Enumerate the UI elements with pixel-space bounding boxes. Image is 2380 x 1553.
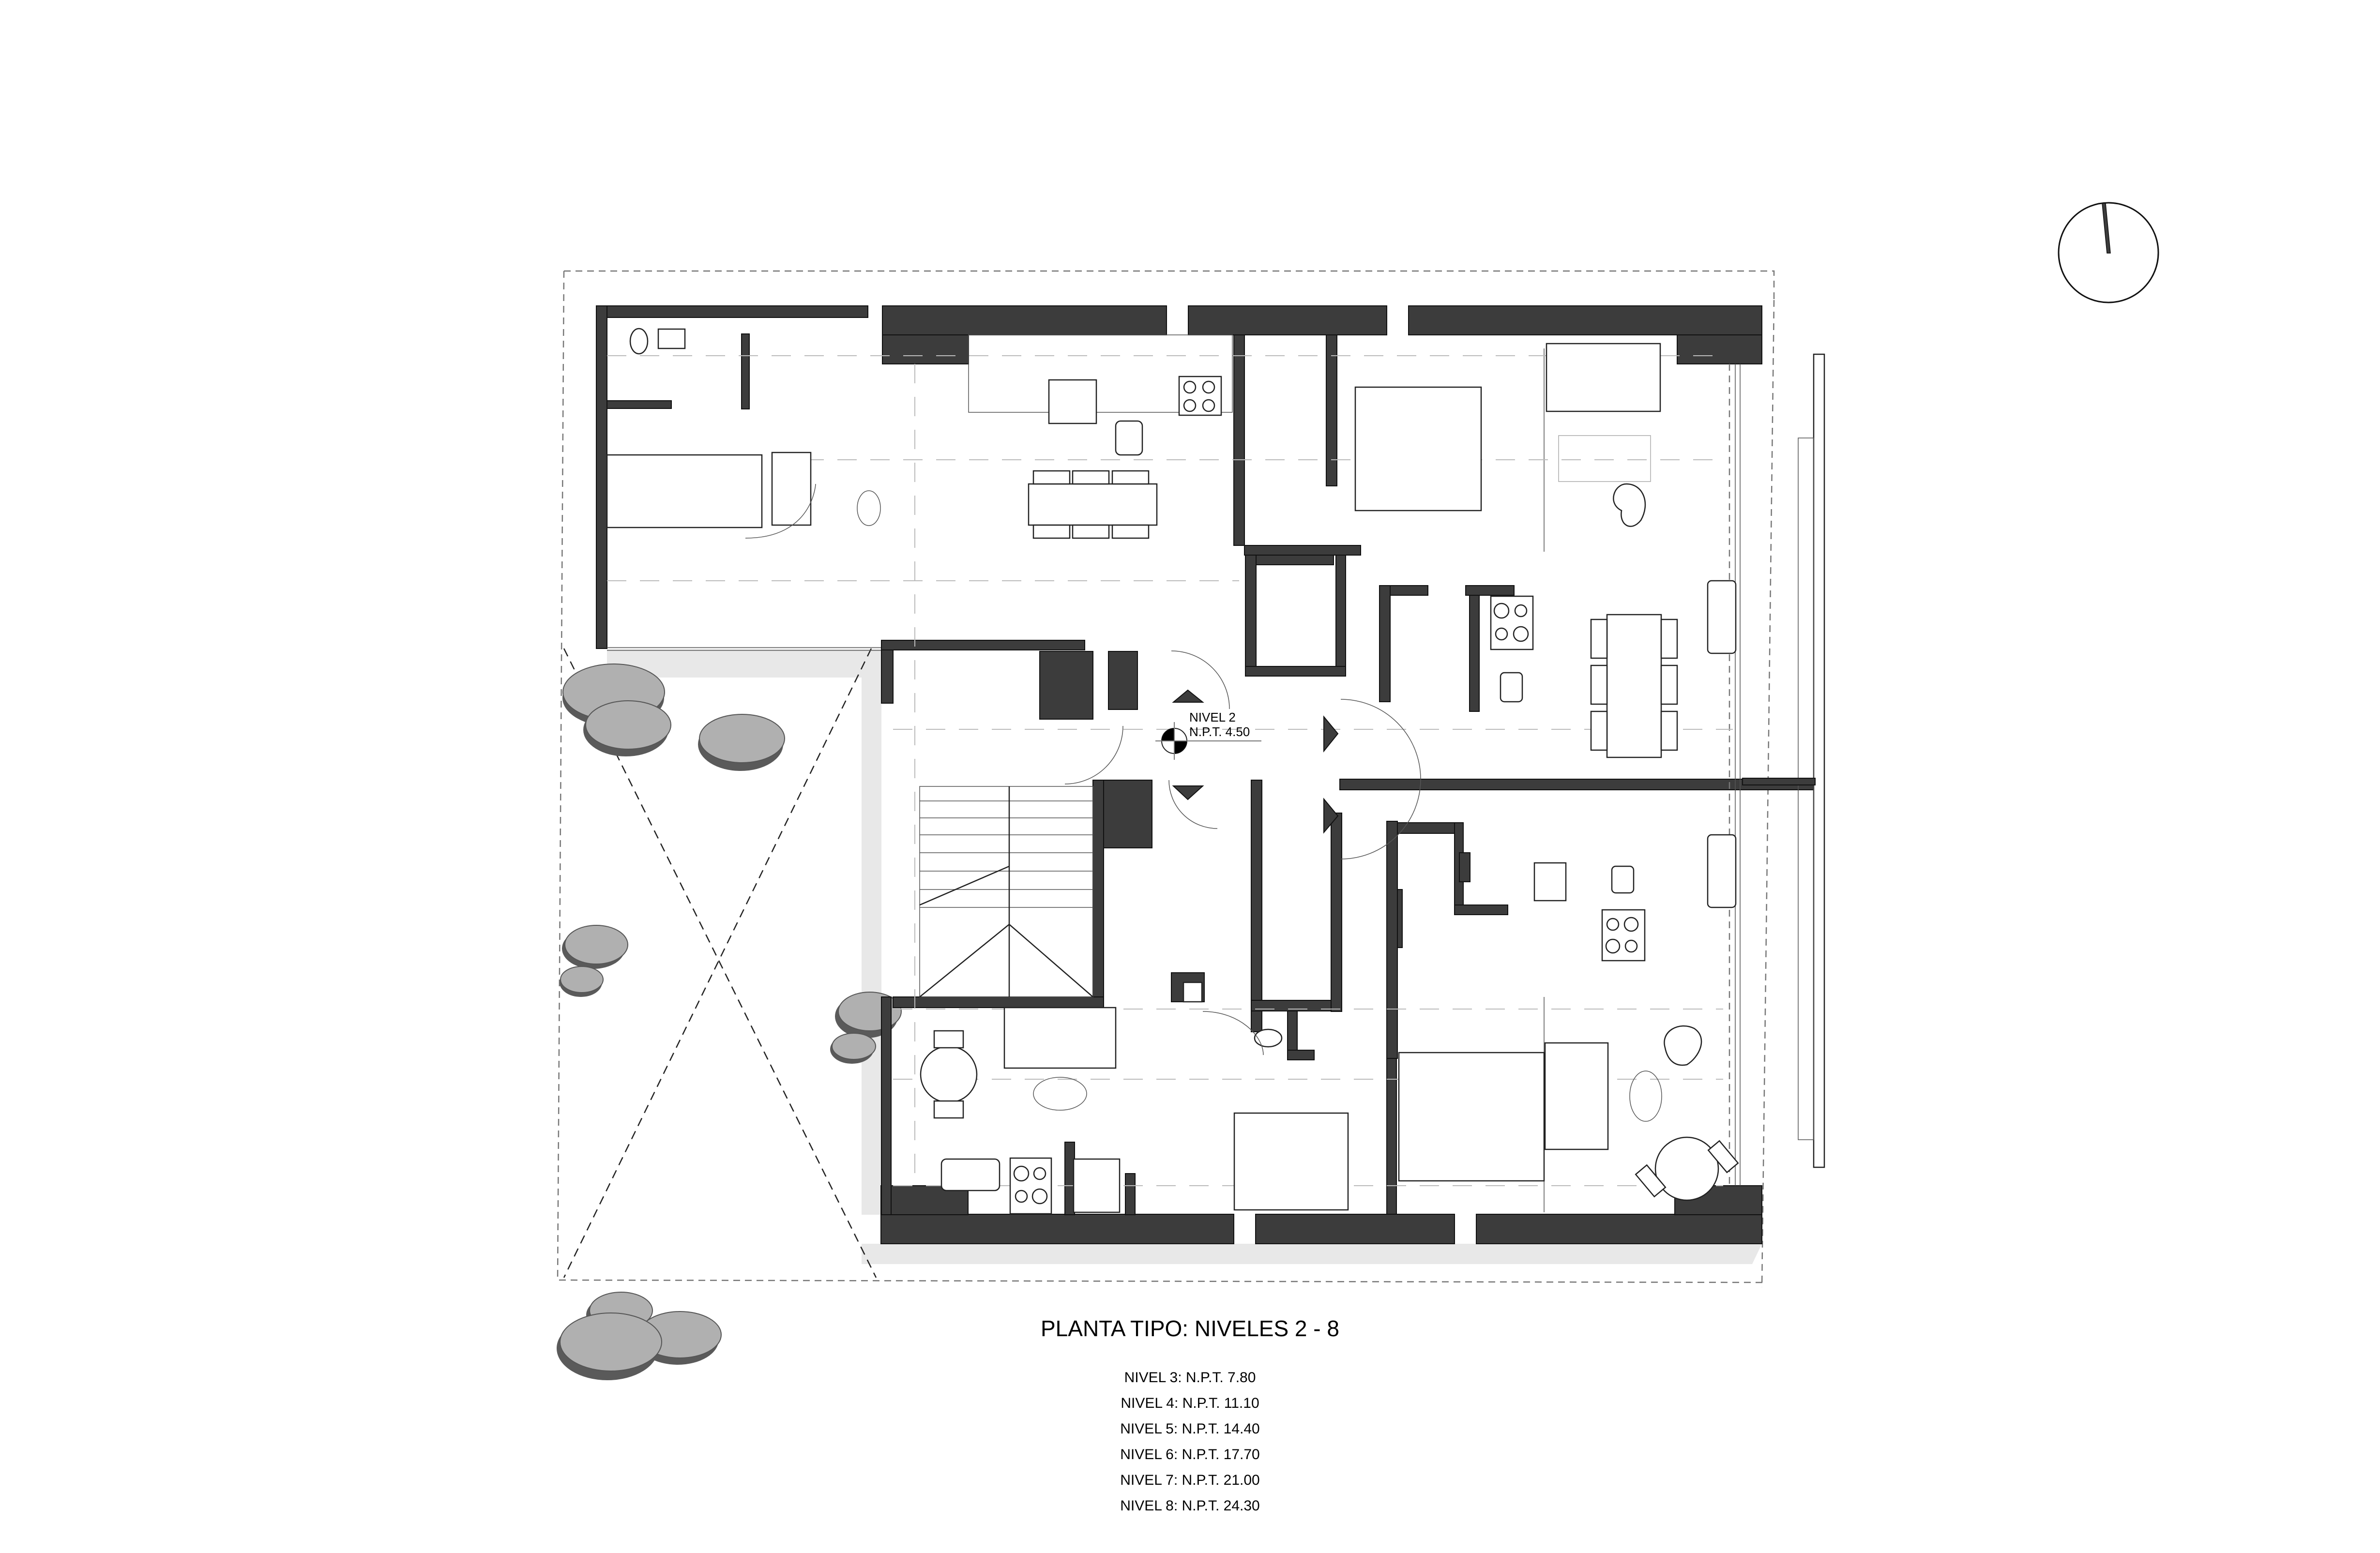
sink bbox=[940, 1158, 1001, 1191]
partitions bbox=[607, 348, 1825, 1212]
level-item: NIVEL 4: N.P.T. 11.10 bbox=[1121, 1395, 1259, 1411]
tree bbox=[562, 925, 628, 969]
furniture-unit-b bbox=[968, 334, 1233, 539]
furniture-unit-c bbox=[1354, 343, 1737, 758]
tree bbox=[560, 966, 604, 997]
bed bbox=[1354, 386, 1482, 512]
coffee-table bbox=[1558, 435, 1651, 482]
fridge bbox=[1073, 1158, 1121, 1213]
rug bbox=[1033, 1077, 1087, 1111]
sofa bbox=[1003, 1007, 1117, 1069]
rug bbox=[857, 490, 881, 526]
chair bbox=[1590, 664, 1608, 705]
arrow-right-icon bbox=[1323, 798, 1339, 834]
furniture-unit-a bbox=[606, 328, 881, 539]
chair bbox=[1707, 1140, 1739, 1174]
chair bbox=[1032, 470, 1071, 485]
dining-table bbox=[920, 1045, 978, 1103]
level-item: NIVEL 5: N.P.T. 14.40 bbox=[1120, 1421, 1260, 1437]
sink bbox=[1500, 672, 1523, 703]
chair bbox=[1660, 710, 1678, 751]
armchair bbox=[1613, 483, 1646, 527]
north-arrow-icon bbox=[2058, 202, 2159, 303]
level-marker-name: NIVEL 2 bbox=[1189, 710, 1236, 724]
dining-table bbox=[1606, 614, 1662, 758]
stove bbox=[1009, 1157, 1052, 1215]
toilet bbox=[629, 328, 649, 355]
corridor-doors bbox=[1064, 650, 1421, 859]
sink bbox=[1611, 865, 1635, 894]
level-item: NIVEL 6: N.P.T. 17.70 bbox=[1120, 1447, 1260, 1463]
chair bbox=[1032, 524, 1071, 539]
sink bbox=[1115, 420, 1143, 456]
bath-sink bbox=[1182, 981, 1203, 1003]
level-marker-elevation: N.P.T. 4.50 bbox=[1189, 724, 1250, 739]
exterior-walls bbox=[596, 305, 1762, 1244]
bed bbox=[1233, 1112, 1349, 1211]
sofa bbox=[771, 452, 812, 526]
chair bbox=[1660, 618, 1678, 659]
drawing-title: PLANTA TIPO: NIVELES 2 - 8 bbox=[1041, 1316, 1339, 1341]
chair bbox=[1072, 524, 1110, 539]
trees bbox=[557, 663, 902, 1380]
stove bbox=[1601, 909, 1646, 962]
stair bbox=[919, 786, 1093, 997]
furniture-unit-e bbox=[1182, 981, 1349, 1211]
bath-vanity bbox=[657, 328, 686, 349]
level-list: NIVEL 3: N.P.T. 7.80 NIVEL 4: N.P.T. 11.… bbox=[0, 1365, 2380, 1519]
chair bbox=[1072, 470, 1110, 485]
chair bbox=[1660, 664, 1678, 705]
tree bbox=[583, 700, 671, 756]
chair bbox=[1590, 710, 1608, 751]
dining-table bbox=[1654, 1136, 1719, 1201]
level-item: NIVEL 8: N.P.T. 24.30 bbox=[1120, 1498, 1260, 1514]
sofa bbox=[1544, 1042, 1609, 1150]
level-datum-icon bbox=[1155, 722, 1261, 760]
rug bbox=[1629, 1071, 1662, 1122]
terrace-band bbox=[607, 648, 1762, 1264]
sofa bbox=[1546, 343, 1661, 412]
fridge bbox=[1533, 862, 1567, 902]
tree bbox=[830, 1033, 876, 1064]
bed bbox=[606, 454, 763, 528]
corridor-arrows bbox=[1172, 689, 1339, 834]
chair bbox=[1111, 524, 1150, 539]
fridge bbox=[1048, 379, 1097, 424]
tree bbox=[698, 714, 785, 771]
toilet bbox=[1254, 1028, 1283, 1048]
kitchen-counter bbox=[968, 334, 1233, 413]
level-item: NIVEL 7: N.P.T. 21.00 bbox=[1120, 1472, 1260, 1488]
dining-table bbox=[1028, 483, 1158, 526]
armchair bbox=[1664, 1025, 1702, 1066]
furniture-unit-d bbox=[920, 1007, 1121, 1215]
site-boundary bbox=[557, 270, 1775, 1288]
bench bbox=[1707, 580, 1737, 654]
chair bbox=[1590, 618, 1608, 659]
bench bbox=[1707, 834, 1737, 908]
interior-walls bbox=[606, 333, 1824, 1215]
arrow-right-icon bbox=[1323, 715, 1339, 753]
tree bbox=[557, 1312, 662, 1380]
level-item: NIVEL 3: N.P.T. 7.80 bbox=[1124, 1370, 1256, 1386]
chair bbox=[1635, 1164, 1667, 1198]
chair bbox=[1111, 470, 1150, 485]
furniture-unit-f bbox=[1398, 834, 1739, 1201]
arrow-up-icon bbox=[1172, 689, 1204, 703]
chair bbox=[933, 1100, 964, 1119]
chair bbox=[933, 1030, 964, 1049]
bed bbox=[1398, 1052, 1545, 1182]
arrow-down-icon bbox=[1172, 785, 1204, 800]
